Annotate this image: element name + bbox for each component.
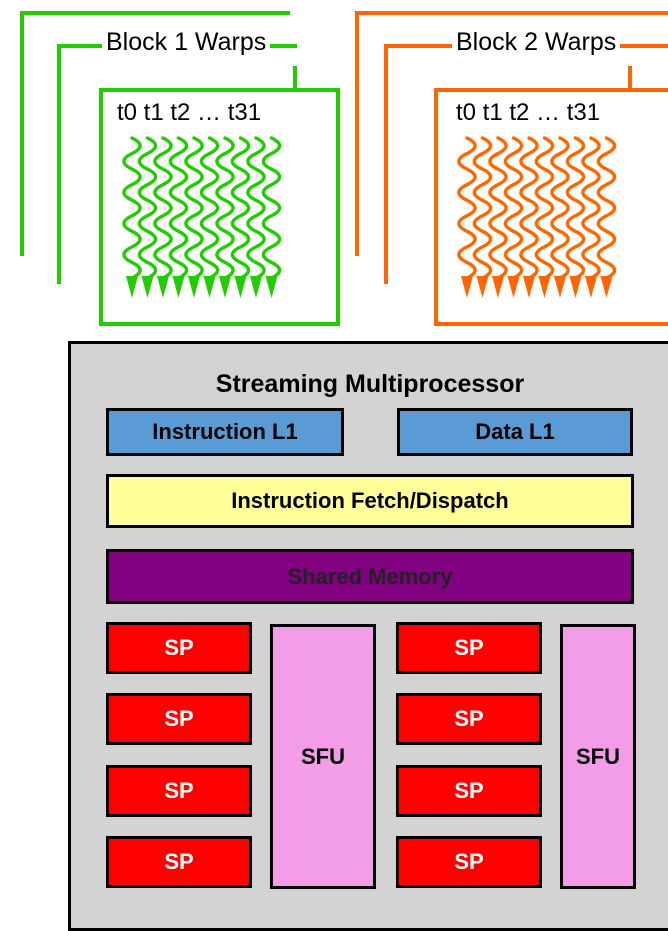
- block2-frame-right-tick: [628, 66, 632, 92]
- block1-thread-arrowhead-4: [188, 276, 200, 298]
- block1-thread-9: [261, 136, 282, 280]
- block2-thread-7: [565, 136, 586, 280]
- block2-thread-5: [534, 136, 555, 280]
- instruction-fetch-dispatch: Instruction Fetch/Dispatch: [106, 474, 634, 528]
- block2-thread-arrowhead-5: [538, 276, 551, 298]
- block1-thread-arrowhead-8: [250, 276, 262, 298]
- sm-title: Streaming Multiprocessor: [215, 370, 525, 398]
- block1-thread-2: [153, 136, 173, 280]
- block1-thread-arrowhead-9: [265, 276, 278, 298]
- block1-thread-1: [137, 136, 158, 280]
- sp-core-6: SP: [396, 693, 542, 745]
- block2-thread-8: [581, 136, 601, 280]
- block1-thread-arrowhead-7: [234, 276, 247, 298]
- sfu-unit-1: SFU: [270, 624, 376, 889]
- block1-thread-arrowhead-3: [172, 276, 185, 298]
- block2-thread-arrowhead-0: [461, 276, 473, 298]
- block2-thread-9: [596, 136, 617, 280]
- block1-thread-8: [246, 136, 266, 280]
- block1-thread-arrowhead-5: [203, 276, 216, 298]
- block1-thread-5: [199, 136, 220, 280]
- shared-memory: Shared Memory: [106, 549, 634, 604]
- block2-warp-threads: [457, 136, 617, 298]
- block2-thread-4: [519, 136, 539, 280]
- sfu-unit-2: SFU: [560, 624, 636, 889]
- block1-thread-7: [230, 136, 251, 280]
- block2-thread-3: [503, 136, 524, 280]
- block2-thread-1: [472, 136, 493, 280]
- sp-core-4: SP: [106, 836, 252, 888]
- block2-thread-arrowhead-2: [492, 276, 504, 298]
- sp-core-2: SP: [106, 693, 252, 745]
- block1-thread-4: [184, 136, 204, 280]
- block2-thread-arrowhead-7: [569, 276, 582, 298]
- block2-thread-arrowhead-8: [585, 276, 597, 298]
- block2-thread-arrowhead-4: [523, 276, 535, 298]
- block2-thread-0: [457, 136, 477, 280]
- sp-core-5: SP: [396, 622, 542, 674]
- block1-thread-arrowhead-0: [126, 276, 138, 298]
- sp-core-1: SP: [106, 622, 252, 674]
- block2-thread-6: [550, 136, 570, 280]
- block1-thread-arrowhead-1: [141, 276, 154, 298]
- block1-thread-3: [168, 136, 189, 280]
- block2-thread-arrowhead-3: [507, 276, 520, 298]
- sp-core-3: SP: [106, 765, 252, 817]
- block2-thread-arrowhead-9: [600, 276, 613, 298]
- block1-frame-right-tick: [293, 66, 297, 92]
- block1-thread-0: [122, 136, 142, 280]
- block1-thread-6: [215, 136, 235, 280]
- sp-core-8: SP: [396, 836, 542, 888]
- block1-title: Block 1 Warps: [102, 30, 271, 55]
- block2-title: Block 2 Warps: [452, 30, 621, 55]
- block1-thread-labels: t0 t1 t2 … t31: [117, 99, 262, 126]
- block1-thread-arrowhead-6: [219, 276, 231, 298]
- block2-thread-2: [488, 136, 508, 280]
- instruction-l1-cache: Instruction L1: [106, 408, 344, 456]
- block1-warp-frame-front: [99, 88, 340, 326]
- sp-core-7: SP: [396, 765, 542, 817]
- block1-thread-arrowhead-2: [157, 276, 169, 298]
- block1-warp-threads: [122, 136, 282, 298]
- block2-thread-arrowhead-1: [476, 276, 489, 298]
- data-l1-cache: Data L1: [397, 408, 633, 456]
- block2-thread-arrowhead-6: [554, 276, 566, 298]
- block2-thread-labels: t0 t1 t2 … t31: [456, 99, 601, 126]
